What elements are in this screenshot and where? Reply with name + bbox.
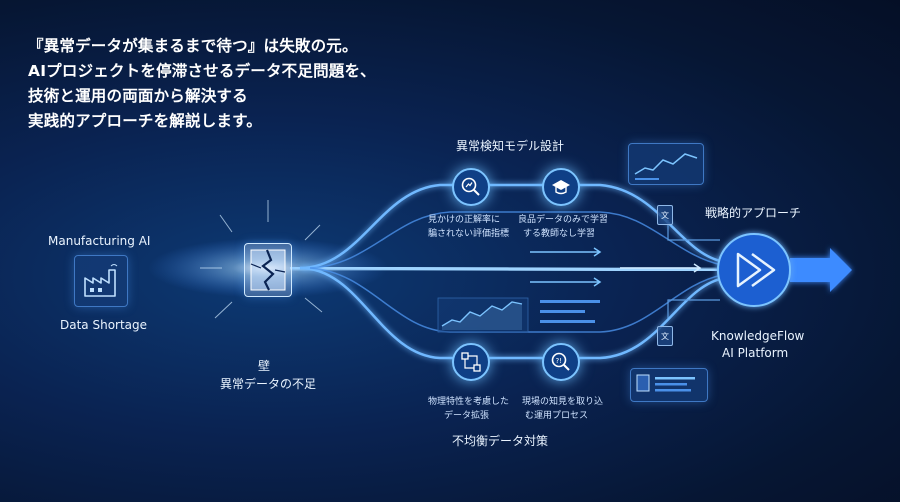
bottom-branch-title: 不均衡データ対策 (452, 434, 549, 448)
bottom-node-1 (452, 343, 490, 381)
wall-label-1: 壁 (258, 359, 271, 373)
chart-panel-top (628, 143, 704, 185)
list-document-icon (636, 374, 695, 392)
top-node-2-text-1: 良品データのみで学習 (518, 215, 609, 225)
svg-text:?!: ?! (556, 357, 563, 365)
strategy-label: 戦略的アプローチ (705, 206, 802, 220)
headline-line-1: 『異常データが集まるまで待つ』は失敗の元。 (28, 37, 358, 55)
line-chart-icon (634, 153, 698, 180)
top-node-1-text-1: 見かけの正解率に (428, 215, 501, 225)
bottom-branch-path (299, 266, 726, 360)
top-node-1-text-2: 騙されない評価指標 (428, 229, 510, 239)
magnifier-chart-icon (461, 177, 480, 196)
top-node-2-text-2: する教師なし学習 (523, 229, 596, 239)
document-icon-bottom: 文 (657, 326, 673, 346)
headline-line-4: 実践的アプローチを解説します。 (28, 112, 262, 130)
headline-line-3: 技術と運用の両面から解決する (28, 87, 248, 105)
flow-diagram-icon (461, 352, 481, 372)
headline-line-2: AIプロジェクトを停滞させるデータ不足問題を、 (28, 62, 376, 80)
wall-label-2: 異常データの不足 (220, 377, 317, 391)
manufacturing-ai-label: Manufacturing AI (48, 234, 151, 248)
data-shortage-label: Data Shortage (60, 318, 148, 332)
bottom-node-1-text-2: データ拡張 (444, 411, 490, 421)
factory-tile (74, 255, 128, 307)
doc-panel-bottom (630, 368, 708, 402)
bottom-node-2-text-2: む運用プロセス (525, 411, 589, 421)
headline: 『異常データが集まるまで待つ』は失敗の元。 AIプロジェクトを停滞させるデータ不… (28, 34, 448, 134)
arrow-lower (530, 277, 602, 287)
graduation-cap-icon (552, 180, 570, 195)
platform-circle (717, 233, 791, 307)
factory-icon (84, 264, 118, 297)
knowledge-search-icon: ?! (551, 352, 570, 371)
document-icon-top: 文 (657, 205, 673, 225)
platform-name-2: AI Platform (722, 346, 789, 360)
broken-wall-icon (250, 249, 286, 291)
play-forward-icon (736, 252, 776, 288)
wall-tile (244, 243, 292, 297)
mini-chart-center (437, 297, 529, 333)
bottom-node-2: ?! (542, 343, 580, 381)
platform-name-1: KnowledgeFlow (711, 329, 805, 343)
output-arrow (790, 248, 852, 292)
bottom-node-2-text-1: 現場の知見を取り込 (522, 397, 604, 407)
top-node-1 (452, 168, 490, 206)
center-beam (289, 266, 721, 272)
data-bars (540, 300, 600, 323)
crack-rays (200, 200, 323, 319)
arrow-mid (620, 263, 702, 273)
arrow-upper (530, 247, 602, 257)
top-branch-title: 異常検知モデル設計 (456, 139, 565, 153)
top-branch-inner (309, 211, 723, 269)
doc-connector-top (667, 220, 720, 241)
bottom-node-1-text-1: 物理特性を考慮した (428, 397, 510, 407)
doc-connector-bottom (667, 299, 720, 318)
top-node-2 (542, 168, 580, 206)
